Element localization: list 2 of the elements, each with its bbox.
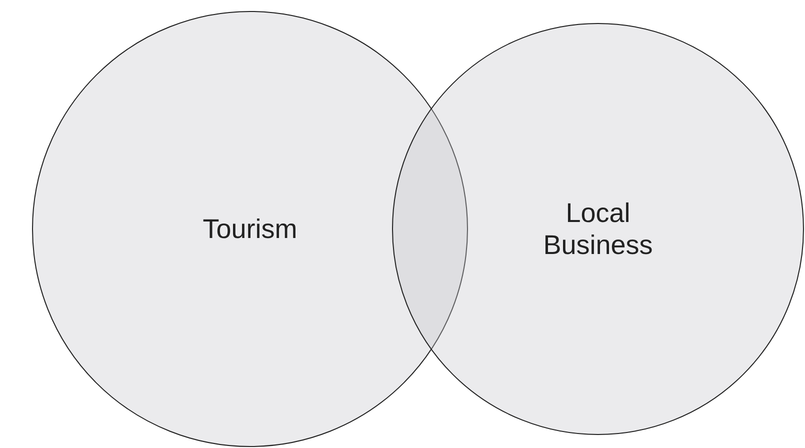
set-label: Local Business — [542, 196, 654, 262]
set-label: Tourism — [202, 212, 298, 246]
